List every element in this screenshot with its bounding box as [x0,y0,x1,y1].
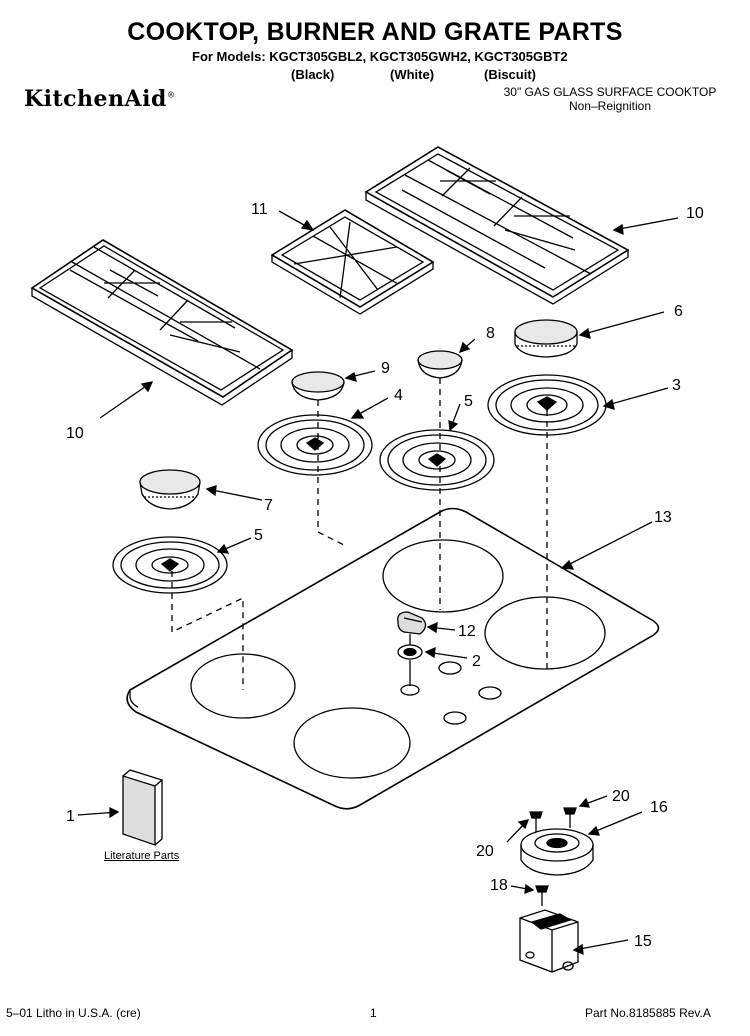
igniter-bracket-part-15 [519,909,579,973]
callout-2: 2 [472,653,481,670]
callout-7: 7 [264,497,273,514]
color-white: (White) [390,67,435,82]
cooktop-glass-part-13 [126,507,660,810]
callout-11: 11 [251,201,268,218]
model-numbers: For Models: KGCT305GBL2, KGCT305GWH2, KG… [192,49,568,64]
callout-numbers: 11 10 10 6 8 9 3 4 5 7 5 13 12 2 1 20 16… [66,201,704,950]
callout-13: 13 [654,509,672,526]
control-knob-part-12 [397,611,427,635]
burner-cap-part-8 [417,350,463,379]
callout-20-right: 20 [612,788,630,805]
callout-20-left: 20 [476,843,494,860]
literature-parts-label: Literature Parts [104,850,180,862]
callout-5-center: 5 [464,393,473,410]
callout-1: 1 [66,808,75,825]
burner-cap-part-9 [291,371,345,401]
product-line-2: Non–Reignition [568,99,652,113]
footer-litho: 5–01 Litho in U.S.A. (cre) [6,1006,141,1020]
callout-10-right: 10 [686,205,704,222]
literature-parts-part-1 [122,769,164,846]
grate-right-part-10 [364,146,630,305]
page-title: COOKTOP, BURNER AND GRATE PARTS [127,18,623,46]
color-black: (Black) [291,67,335,82]
screw-part-18 [535,885,549,906]
burner-cap-part-7 [139,469,201,510]
callout-15: 15 [634,933,652,950]
knob-bezel-part-2 [397,634,423,696]
product-line-1: 30" GAS GLASS SURFACE COOKTOP [503,85,717,99]
burner-base-part-5-center [379,429,495,491]
product-description: 30" GAS GLASS SURFACE COOKTOP Non–Reigni… [490,85,730,113]
burner-valve-part-16 [520,828,594,876]
callout-4: 4 [394,387,403,404]
callout-18: 18 [490,877,508,894]
callout-3: 3 [672,377,681,394]
callout-10-left: 10 [66,425,84,442]
screw-part-20-left [529,811,543,832]
callout-12: 12 [458,623,476,640]
callout-16: 16 [650,799,668,816]
footer-part-number: Part No.8185885 Rev.A [585,1006,711,1020]
burner-cap-part-6 [514,319,578,358]
alignment-lines [171,378,548,690]
burner-base-part-5-left [112,536,228,594]
burner-base-part-4 [257,414,373,476]
grate-small-part-11 [270,209,435,315]
screw-part-20-right [563,807,577,828]
leader-lines [77,210,679,956]
callout-6: 6 [674,303,683,320]
callout-9: 9 [381,360,390,377]
footer-page-number: 1 [370,1006,377,1020]
callout-8: 8 [486,325,495,342]
color-biscuit: (Biscuit) [484,67,536,82]
callout-5-left: 5 [254,527,263,544]
brand-logo: KitchenAid® [24,86,176,112]
grate-left-part-10 [30,239,294,406]
